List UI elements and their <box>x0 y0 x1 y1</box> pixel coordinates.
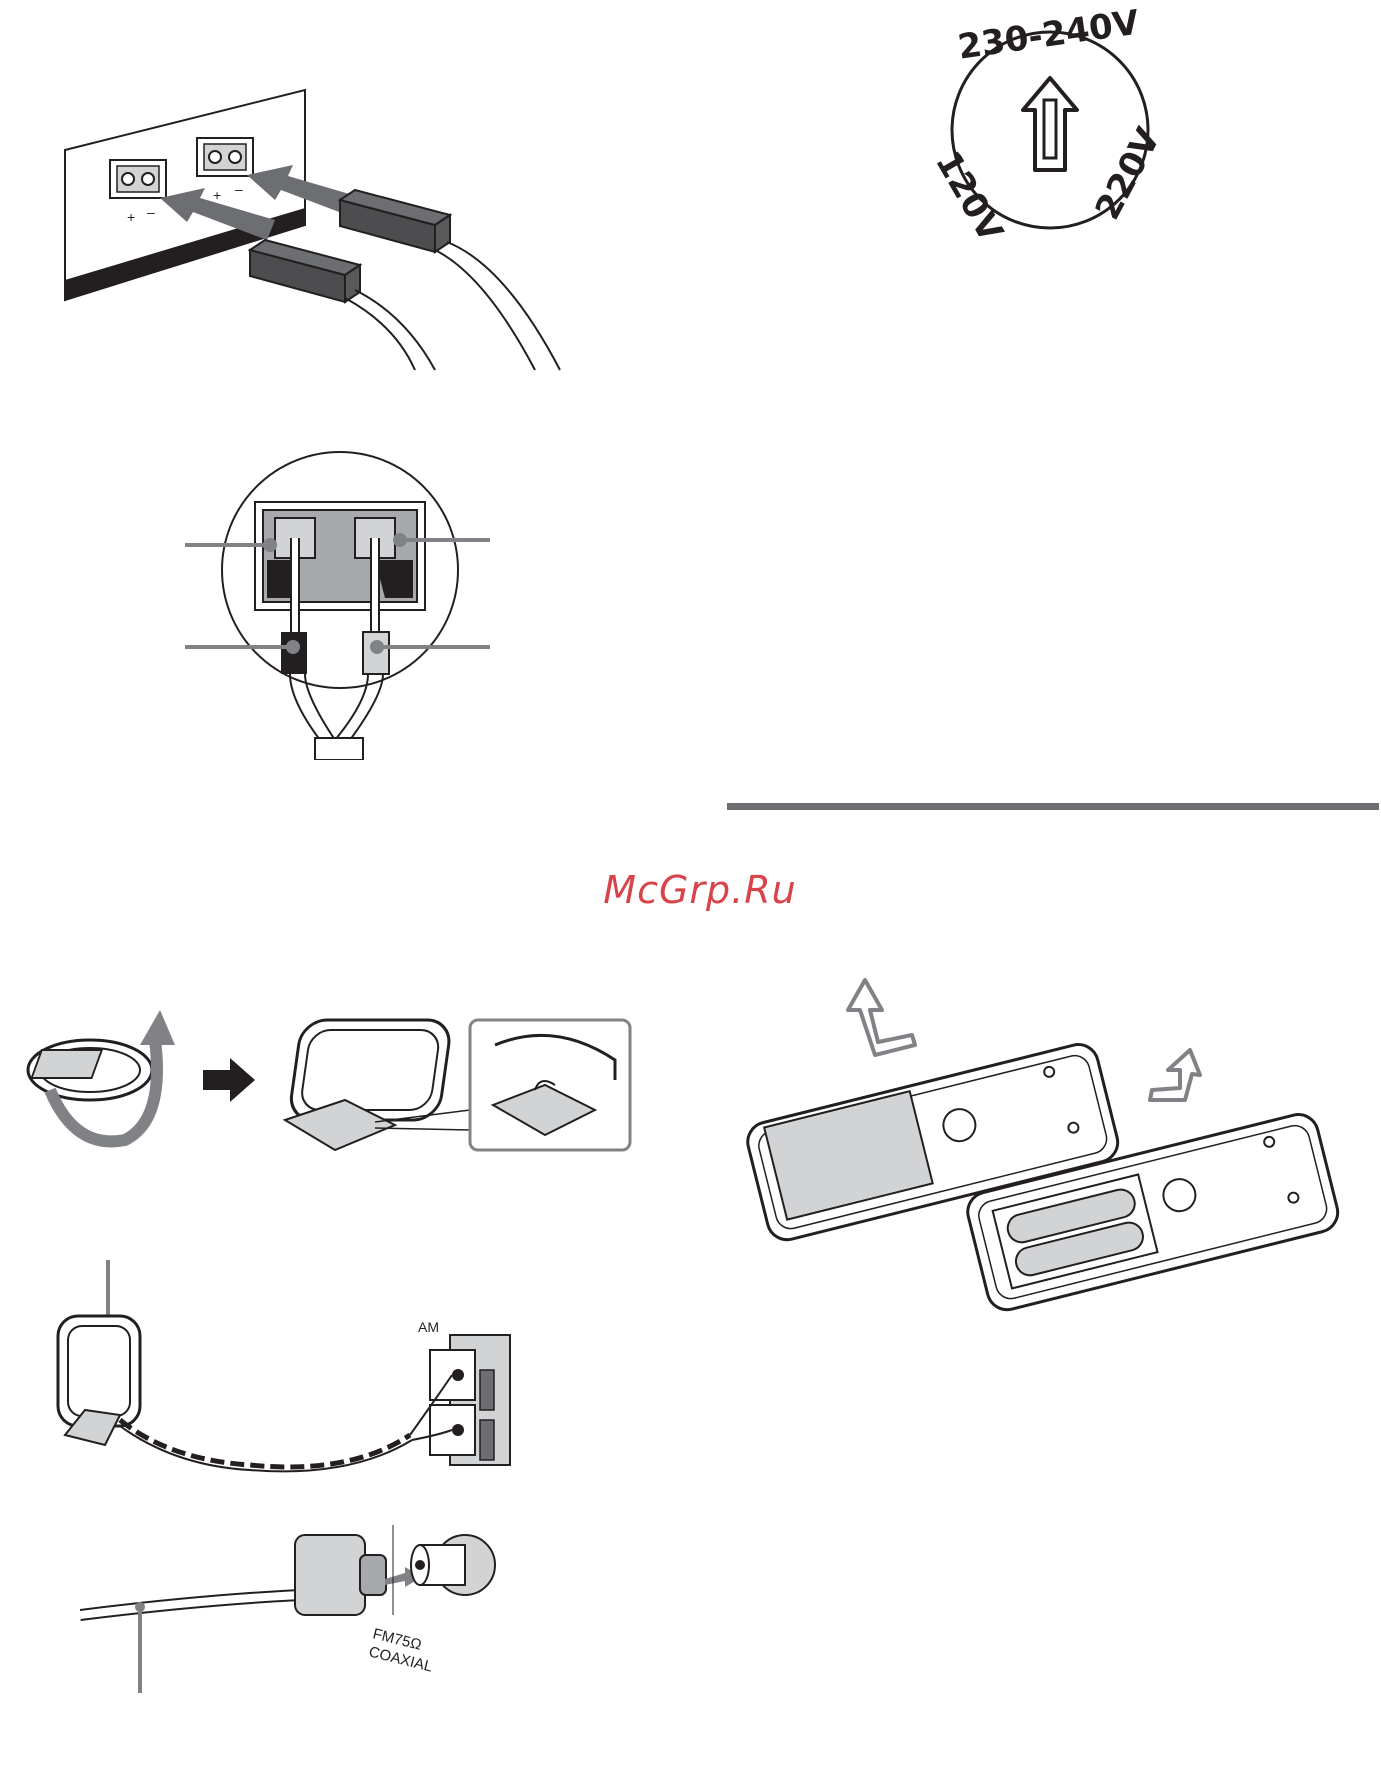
fm-coaxial-connection-figure: FM75Ω COAXIAL <box>80 1515 540 1725</box>
fm-coaxial-socket <box>411 1535 495 1595</box>
insert-battery-arrow-icon <box>1150 1050 1200 1100</box>
loop-antenna-assembly-figure <box>15 1000 635 1170</box>
am-label: AM <box>418 1319 439 1335</box>
watermark-text: McGrp.Ru <box>540 868 860 912</box>
terminal-minus-label-2: – <box>235 181 243 197</box>
open-cover-arrow-icon <box>848 980 915 1055</box>
am-antenna-connection-figure: AM <box>50 1260 550 1490</box>
speaker-plug <box>250 240 435 370</box>
next-step-arrow-icon <box>203 1058 255 1102</box>
terminal-plus-label-2: + <box>213 187 221 203</box>
terminal-plus-label-1: + <box>127 209 135 225</box>
speaker-plug-insertion-figure: + – + – <box>55 80 615 380</box>
terminal-closeup-figure <box>185 440 495 760</box>
speaker-terminal-left <box>110 160 166 198</box>
section-divider <box>727 803 1379 810</box>
voltage-selector-figure: 230-240V 120V 220V <box>905 0 1205 260</box>
am-terminal-block <box>430 1335 510 1465</box>
speaker-terminal-right <box>197 138 253 176</box>
terminal-minus-label-1: – <box>147 204 155 220</box>
rotate-arrow-icon <box>140 1010 175 1045</box>
fm-coaxial-plug <box>295 1535 386 1615</box>
speaker-plug <box>340 190 560 370</box>
remote-battery-figure <box>740 970 1360 1320</box>
